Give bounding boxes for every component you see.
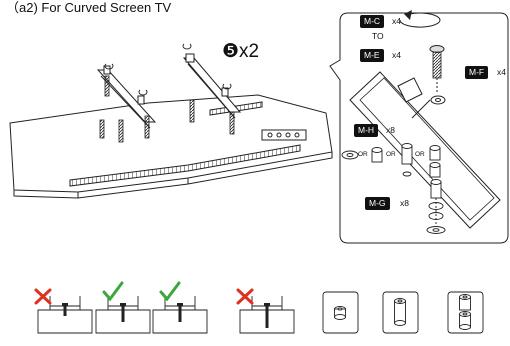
step-indicator: ❺x2: [222, 40, 259, 63]
stacked-spacers-icon: [459, 294, 471, 330]
green-check-icon: [102, 281, 124, 302]
screw-icon: [429, 45, 445, 92]
rotate-arrow-icon: [399, 12, 441, 28]
screw-fit-panel: [152, 281, 208, 334]
detail-callout: [329, 10, 509, 244]
curved-tv: [9, 94, 333, 199]
section-title: （a2) For Curved Screen TV: [6, 0, 172, 15]
part-qty-m-g: x8: [400, 198, 409, 208]
part-code-m-e: M-E: [360, 49, 384, 62]
spacer-options: [322, 291, 484, 334]
or-label: OR: [358, 151, 368, 158]
part-code-m-g: M-G: [365, 197, 390, 210]
washer-icon: [334, 306, 346, 320]
screw-fit-panel: [95, 281, 151, 334]
or-label: OR: [415, 151, 425, 158]
part-code-m-f: M-F: [465, 66, 489, 79]
mounting-arm-right: [182, 53, 242, 119]
step-multiplier: x2: [239, 41, 260, 62]
screw-fit-panel: [34, 288, 93, 334]
green-check-icon: [159, 281, 181, 302]
spacer-row: [341, 143, 441, 178]
or-label: OR: [386, 151, 396, 158]
screw-fit-panel: [236, 288, 295, 334]
spacer-stack: [426, 179, 446, 234]
short-spacer-icon: [394, 298, 406, 326]
part-qty-m-f: x4: [497, 67, 506, 77]
rotate-arrow-icons: [104, 43, 232, 96]
part-code-m-c: M-C: [360, 15, 385, 28]
part-qty-m-c: x4: [392, 16, 401, 26]
screws-into-tv: [99, 75, 235, 143]
part-qty-m-h: x8: [386, 125, 395, 135]
step-number: ❺: [222, 41, 240, 62]
red-x-icon: [34, 288, 52, 305]
to-connector: TO: [372, 31, 384, 41]
part-code-m-h: M-H: [354, 124, 379, 137]
part-qty-m-e: x4: [392, 50, 401, 60]
red-x-icon: [236, 288, 254, 305]
screw-fit-checks: [34, 281, 295, 334]
rail: [349, 71, 501, 229]
